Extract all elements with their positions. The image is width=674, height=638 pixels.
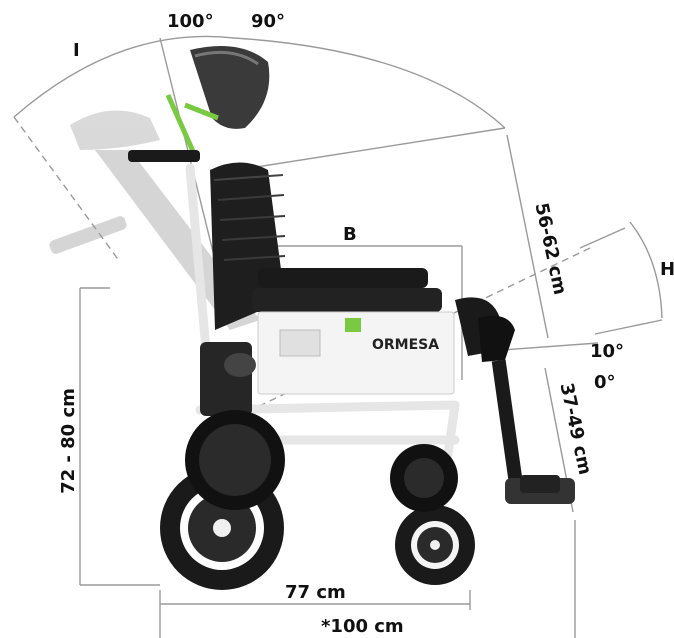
front-caster-wheel (395, 505, 475, 585)
leg-rest (455, 297, 575, 504)
wheelbase-label: 77 cm (285, 582, 346, 603)
angle-i-label: I (73, 40, 80, 61)
angle-90-label: 90° (251, 11, 286, 32)
side-bag (200, 342, 252, 416)
headrest (128, 46, 270, 162)
rear-caster-wheel (390, 444, 458, 512)
seat: ORMESA (252, 268, 455, 395)
brand-logo: ORMESA (372, 337, 439, 353)
total-height-label: 72 - 80 cm (58, 388, 79, 494)
tilt-h-label: H (660, 259, 674, 280)
rear-small-wheel (185, 410, 285, 510)
tilt-dashed-line (229, 247, 591, 421)
angle-0-label: 0° (594, 372, 616, 393)
backrest-arc (13, 35, 506, 129)
tilt-arc (629, 221, 663, 319)
control-knob (224, 353, 256, 377)
recline-dashed-line (13, 116, 121, 263)
seat-b-label: B (343, 224, 357, 245)
angle-10-label: 10° (590, 341, 625, 362)
angle-100-label: 100° (167, 11, 214, 32)
total-length-label: *100 cm (321, 616, 404, 637)
